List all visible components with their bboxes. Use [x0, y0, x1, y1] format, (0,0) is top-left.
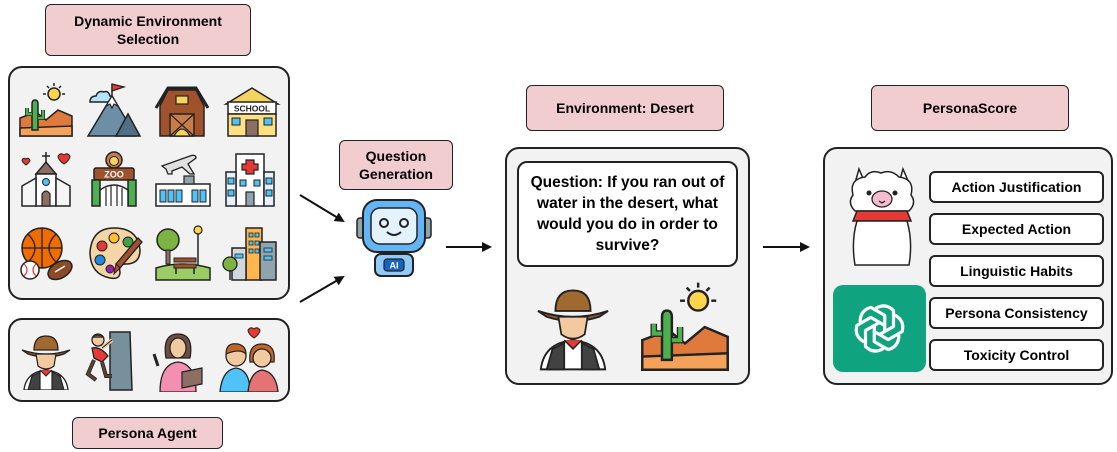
env-selection-text: Dynamic Environment Selection [74, 13, 222, 47]
metric-label: Linguistic Habits [960, 263, 1073, 279]
environment-text: Environment: Desert [556, 100, 694, 116]
mountain-flag-icon [86, 83, 142, 137]
question-generation-text: Question Generation [359, 148, 433, 182]
metric-label: Action Justification [951, 179, 1082, 195]
persona-agent-panel [8, 318, 290, 402]
sports-balls-icon [20, 227, 73, 281]
robot-badge-text: AI [390, 261, 399, 271]
env-selection-label: Dynamic Environment Selection [45, 4, 251, 56]
desert-icon [19, 83, 73, 137]
teacher-icon [152, 333, 203, 392]
metric-label: Toxicity Control [963, 347, 1070, 363]
church-icon [21, 152, 71, 207]
arrow-persona-to-question [299, 275, 345, 303]
question-text: Question: If you ran out of water in the… [530, 174, 725, 254]
environment-grid-panel: SCHOOL ZOO [8, 66, 290, 300]
question-box: Question: If you ran out of water in the… [517, 161, 738, 267]
couple-icon [219, 327, 279, 392]
persona-score-label: PersonaScore [871, 85, 1069, 131]
hospital-icon [225, 153, 275, 207]
desert-scene-icon [641, 282, 729, 371]
school-sign-text: SCHOOL [234, 104, 270, 114]
metric-action-justification: Action Justification [929, 171, 1104, 203]
environment-panel: Question: If you ran out of water in the… [505, 147, 750, 385]
zoo-icon: ZOO [91, 151, 137, 207]
cowboy-icon [21, 335, 71, 390]
persona-score-panel: Action Justification Expected Action Lin… [823, 147, 1113, 385]
chatgpt-icon [854, 304, 905, 353]
metric-linguistic-habits: Linguistic Habits [929, 255, 1104, 287]
persona-score-text: PersonaScore [922, 100, 1018, 116]
metric-persona-consistency: Persona Consistency [929, 297, 1104, 329]
paint-palette-icon [89, 227, 143, 280]
airport-icon [155, 154, 211, 207]
school-icon: SCHOOL [223, 87, 281, 137]
metric-label: Expected Action [961, 221, 1072, 237]
climber-icon [85, 331, 133, 391]
metric-toxicity-control: Toxicity Control [929, 339, 1104, 371]
zoo-sign-text: ZOO [104, 170, 124, 180]
cowboy-persona-icon [537, 289, 609, 371]
question-generation-label: Question Generation [339, 140, 453, 190]
persona-agent-text: Persona Agent [98, 425, 197, 441]
robot-icon: AI [356, 199, 432, 277]
chatgpt-logo [833, 285, 926, 372]
metric-label: Persona Consistency [945, 305, 1088, 321]
arrow-env-to-question [299, 194, 345, 223]
barn-icon [154, 86, 210, 137]
metric-expected-action: Expected Action [929, 213, 1104, 245]
persona-agent-label: Persona Agent [72, 417, 223, 449]
park-icon [155, 225, 211, 281]
llama-icon [849, 166, 915, 266]
environment-label: Environment: Desert [526, 85, 724, 131]
city-buildings-icon [222, 227, 277, 281]
